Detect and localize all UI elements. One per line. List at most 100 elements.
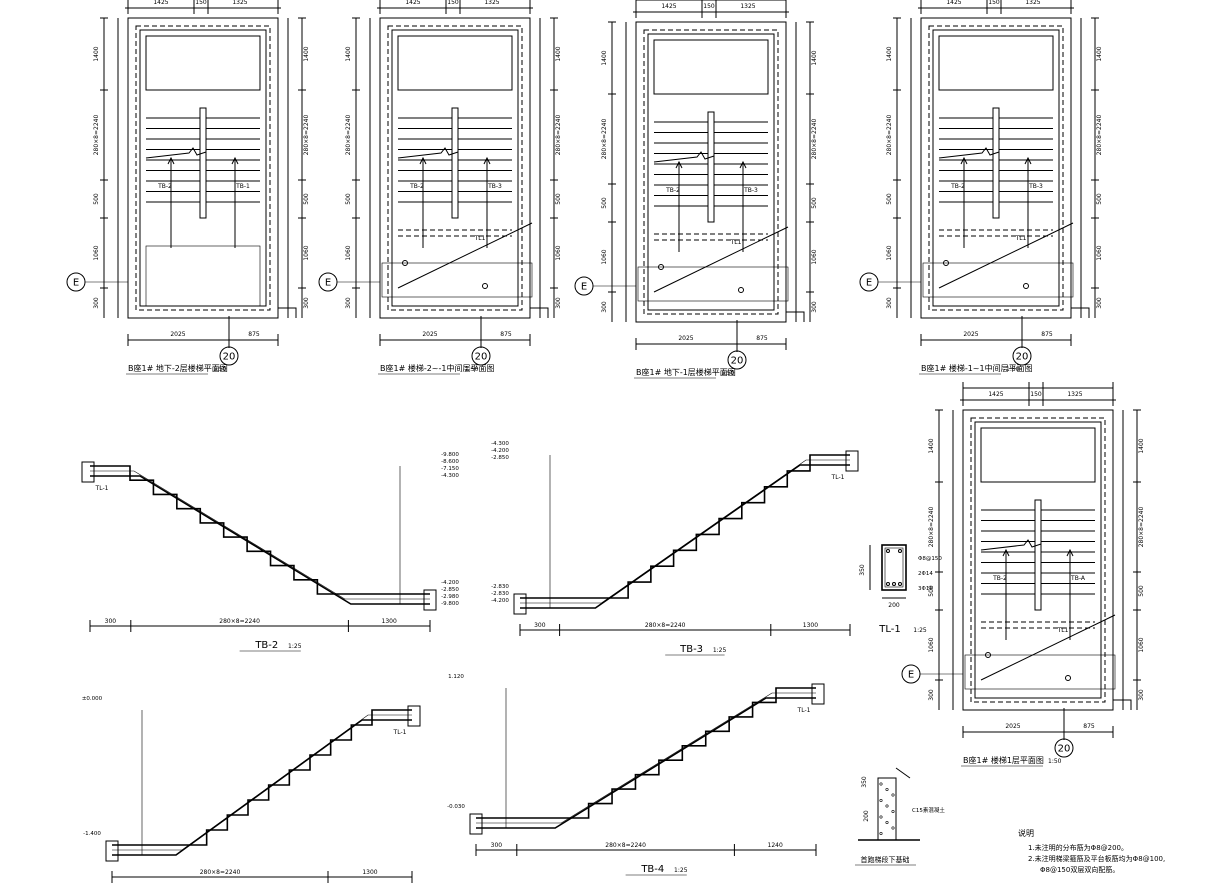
rect bbox=[974, 421, 1102, 699]
label: 1325 bbox=[484, 0, 499, 6]
rebar-dot bbox=[892, 582, 896, 586]
rect bbox=[379, 17, 531, 319]
section-scale: 1:25 bbox=[674, 867, 688, 874]
label: 300 bbox=[105, 618, 117, 625]
label: 1325 bbox=[1025, 0, 1040, 6]
plan-title: B座1# 楼梯-1~1中间层平面图 bbox=[921, 363, 1033, 373]
label: 300 bbox=[601, 301, 608, 313]
section-dimensions: 280×8=2240 1300 bbox=[111, 869, 413, 883]
axis-number: 20 bbox=[223, 352, 236, 363]
label: 300 bbox=[303, 297, 310, 309]
arrow-head bbox=[419, 156, 427, 165]
beam-tag: TL-1 bbox=[393, 729, 407, 736]
label: 1425 bbox=[153, 0, 168, 6]
elevation-label: -1.400 bbox=[83, 831, 101, 837]
arrow-head bbox=[675, 160, 683, 169]
label: 1425 bbox=[946, 0, 961, 6]
aggregate-dot bbox=[879, 831, 883, 835]
note-item: 1.未注明的分布筋为Φ8@200。 bbox=[1028, 843, 1128, 852]
axis-number: 20 bbox=[1016, 352, 1029, 363]
label: 150 bbox=[195, 0, 207, 6]
slab-soffit bbox=[476, 697, 816, 829]
label: 875 bbox=[756, 335, 768, 342]
flight-label: TB-3 bbox=[743, 187, 758, 194]
axis-number: 20 bbox=[731, 356, 744, 367]
label: 280×8=2240 bbox=[886, 115, 893, 156]
label: C15素混凝土 bbox=[912, 806, 945, 814]
plan-scale: 1:50 bbox=[721, 370, 735, 377]
label: 280×8=2240 bbox=[1138, 507, 1145, 548]
rect bbox=[637, 266, 789, 302]
step-profile bbox=[112, 709, 412, 846]
aggregate-dot bbox=[879, 782, 883, 786]
label: 1060 bbox=[1096, 245, 1103, 260]
break-line bbox=[938, 147, 1000, 159]
label: 280×8=2240 bbox=[601, 119, 608, 160]
label: 300 bbox=[1096, 297, 1103, 309]
label: 1060 bbox=[886, 245, 893, 260]
beam-tag: TL-1 bbox=[797, 707, 811, 714]
rect bbox=[81, 461, 95, 483]
label: 1425 bbox=[405, 0, 420, 6]
rebar-dot bbox=[738, 287, 744, 293]
rect bbox=[199, 107, 207, 219]
rect bbox=[139, 29, 267, 307]
line bbox=[895, 767, 911, 779]
plan-title: B座1# 楼梯-2~-1中间层平面图 bbox=[380, 363, 494, 373]
label: 1400 bbox=[1138, 438, 1145, 453]
axis-number-circle bbox=[471, 346, 491, 366]
slab-soffit bbox=[520, 464, 850, 609]
label: 1240 bbox=[768, 842, 783, 849]
elevation-label: ±0.000 bbox=[82, 696, 103, 702]
label: 1400 bbox=[1096, 46, 1103, 61]
aggregate-dot bbox=[891, 809, 895, 813]
axis-letter: E bbox=[908, 670, 914, 681]
break-line bbox=[653, 151, 715, 163]
label: 500 bbox=[93, 193, 100, 205]
section-title: TB-4 bbox=[640, 864, 664, 875]
rebar bbox=[476, 692, 816, 824]
flight-label: TB-2 bbox=[665, 187, 680, 194]
flight-label: TB-3 bbox=[487, 183, 502, 190]
rebar-dot bbox=[898, 582, 902, 586]
elevation-label: -4.300 bbox=[491, 441, 509, 447]
flight-label: TL1 bbox=[1057, 627, 1069, 634]
label: 280×8=2240 bbox=[605, 842, 646, 849]
step-profile bbox=[90, 465, 430, 595]
break-line bbox=[397, 147, 459, 159]
label: 280×8=2240 bbox=[200, 869, 241, 876]
label: 875 bbox=[1041, 331, 1053, 338]
aggregate-dot bbox=[891, 793, 895, 797]
footing-title: 首跑梯段下基础 bbox=[861, 855, 910, 864]
plan-scale: 1:50 bbox=[1048, 758, 1062, 765]
section-scale: 1:25 bbox=[713, 647, 727, 654]
axis-number-circle bbox=[1054, 738, 1074, 758]
elevation-label: -8.600 bbox=[441, 459, 459, 465]
label: 150 bbox=[1030, 391, 1042, 398]
rebar-dot bbox=[943, 260, 949, 266]
label: 1300 bbox=[362, 869, 377, 876]
rect bbox=[469, 813, 483, 835]
rect bbox=[647, 33, 775, 311]
label: 1300 bbox=[382, 618, 397, 625]
label: 150 bbox=[703, 3, 715, 10]
label: 150 bbox=[447, 0, 459, 6]
elevation-label: -4.200 bbox=[491, 598, 509, 604]
label: 1060 bbox=[811, 249, 818, 264]
rebar bbox=[520, 459, 850, 604]
